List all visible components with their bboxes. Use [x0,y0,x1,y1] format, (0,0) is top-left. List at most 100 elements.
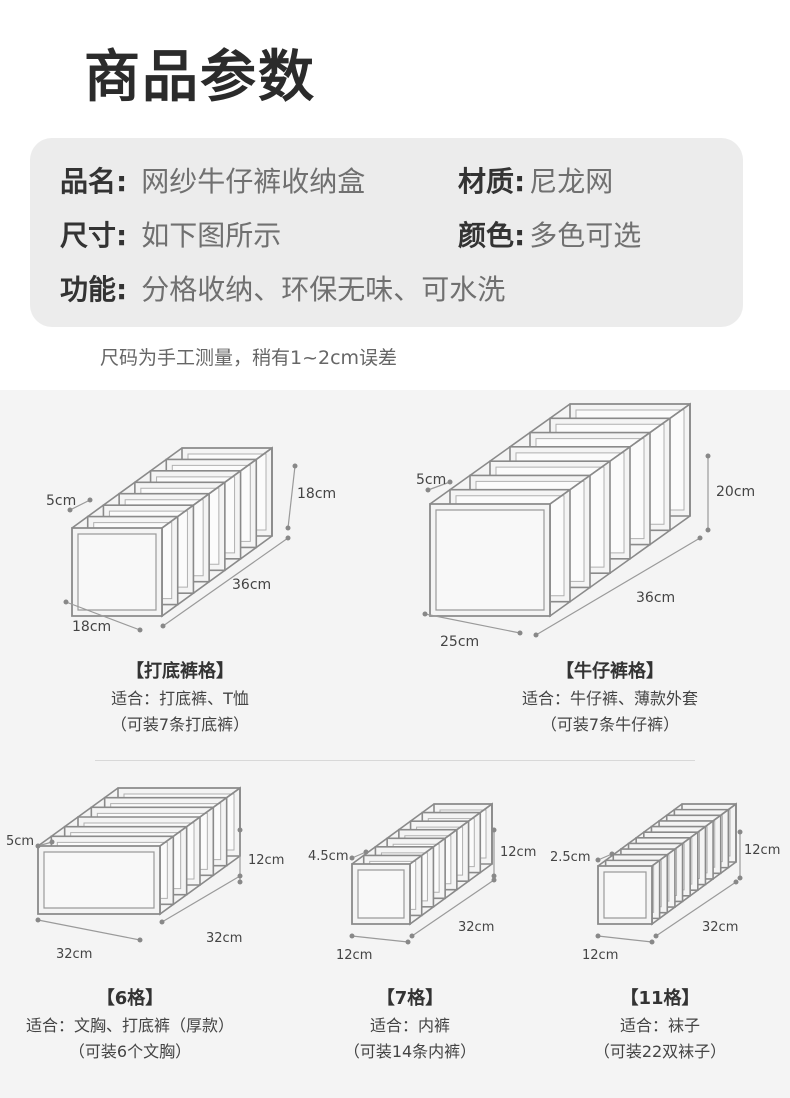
dimension-dot [425,487,431,493]
dimension-line [162,537,289,627]
page-title: 商品参数 [84,45,316,110]
caption-title: 【11格】 [620,988,700,1009]
back-edge [182,447,273,536]
dimension-dot [237,827,243,833]
dimension-dot [517,630,523,636]
dimension-line [287,465,296,529]
dimension-dot [447,479,453,485]
dimension-line [37,919,141,941]
caption-capacity: （可装6个文胸） [68,1042,192,1061]
spec-size-label: 尺寸: [60,219,128,252]
spec-size-value: 如下图所示 [141,219,282,252]
spec-name: 品名: 网纱牛仔裤收纳盒 [60,162,365,202]
dim-width-label: 32cm [56,947,92,962]
caption-6-grid: 【6格】 适合：文胸、打底裤（厚款） （可装6个文胸） [0,985,260,1065]
dimension-dot [137,937,143,943]
dimension-dot [653,933,659,939]
dimension-line [424,613,521,634]
dim-height-label: 12cm [500,845,536,860]
caption-capacity: （可装22双袜子） [593,1042,727,1061]
dimension-line [427,481,451,491]
dimension-dot [349,933,355,939]
dimension-line [597,853,613,861]
dimension-line [411,879,495,937]
dimension-dot [733,879,739,885]
dimension-line [161,875,241,923]
dimension-dot [737,875,743,881]
caption-title: 【打底裤格】 [126,661,234,682]
caption-suitable: 适合：文胸、打底裤（厚款） [25,1016,234,1035]
top-edge [409,803,493,865]
spec-name-label: 品名: [60,165,128,198]
dimension-dot [63,599,69,605]
caption-suitable: 适合：牛仔裤、薄款外套 [521,689,698,708]
spec-name-value: 网纱牛仔裤收纳盒 [141,165,366,198]
dim-length-label: 36cm [636,590,675,606]
back-edge [682,803,737,862]
dim-width-label: 12cm [582,948,618,963]
dim-height-label: 20cm [716,484,755,500]
dim-height-label: 12cm [248,853,284,868]
dimension-dot [285,525,291,531]
dimension-dot [292,463,298,469]
dimension-dot [737,829,743,835]
back-edge [434,803,493,864]
dim-width-label: 25cm [440,634,479,650]
top-edge [429,403,571,505]
caption-7-grid: 【7格】 适合：内裤 （可装14条内裤） [310,985,510,1065]
dimension-dot [67,507,73,513]
dim-depth-label: 2.5cm [550,850,591,865]
dim-depth-label: 5cm [46,493,76,509]
dimension-dot [697,535,703,541]
caption-11-grid: 【11格】 适合：袜子 （可装22双袜子） [565,985,755,1065]
dim-length-label: 32cm [702,920,738,935]
dim-width-label: 18cm [72,619,111,635]
front-mesh [43,851,155,909]
top-edge [71,447,183,529]
dimension-dot [237,879,243,885]
dimension-dot [159,919,165,925]
caption-capacity: （可装7条牛仔裤） [540,715,680,734]
caption-suitable: 适合：袜子 [619,1016,700,1035]
top-edge [651,803,737,867]
spec-color: 颜色:多色可选 [458,216,641,256]
section-divider [95,760,695,761]
front-mesh [603,871,647,919]
dimension-dot [405,939,411,945]
front-mesh [357,869,405,919]
dimension-dot [422,611,428,617]
spec-function-label: 功能: [60,273,128,306]
front-mesh [77,533,157,611]
spec-material-value: 尼龙网 [529,165,614,198]
dimension-dot [491,827,497,833]
dim-height-label: 12cm [744,843,780,858]
spec-material-label: 材质: [458,165,526,198]
dimension-dot [137,627,143,633]
dimension-dot [160,623,166,629]
dim-length-label: 36cm [232,577,271,593]
spec-card: 品名: 网纱牛仔裤收纳盒 材质:尼龙网 尺寸: 如下图所示 颜色:多色可选 功能: 分… [30,138,743,327]
top-edge [549,403,691,505]
caption-title: 【牛仔裤格】 [556,661,664,682]
caption-capacity: （可装14条内裤） [343,1042,477,1061]
spec-color-label: 颜色: [458,219,526,252]
dimension-dot [705,453,711,459]
dimension-line [597,935,653,943]
dimension-dot [35,917,41,923]
dimension-dot [491,873,497,879]
top-edge [159,787,241,847]
spec-function-value: 分格收纳、环保无味、可水洗 [141,273,506,306]
dimension-dot [705,527,711,533]
dimension-dot [595,857,601,863]
dimension-dot [491,877,497,883]
dim-depth-label: 4.5cm [308,849,349,864]
dimension-dot [49,839,55,845]
dimension-dot [35,843,41,849]
dimension-line [535,537,701,636]
dimension-dot [533,632,539,638]
dimension-dot [237,873,243,879]
front-mesh [435,509,545,611]
spec-material: 材质:尼龙网 [458,162,613,202]
